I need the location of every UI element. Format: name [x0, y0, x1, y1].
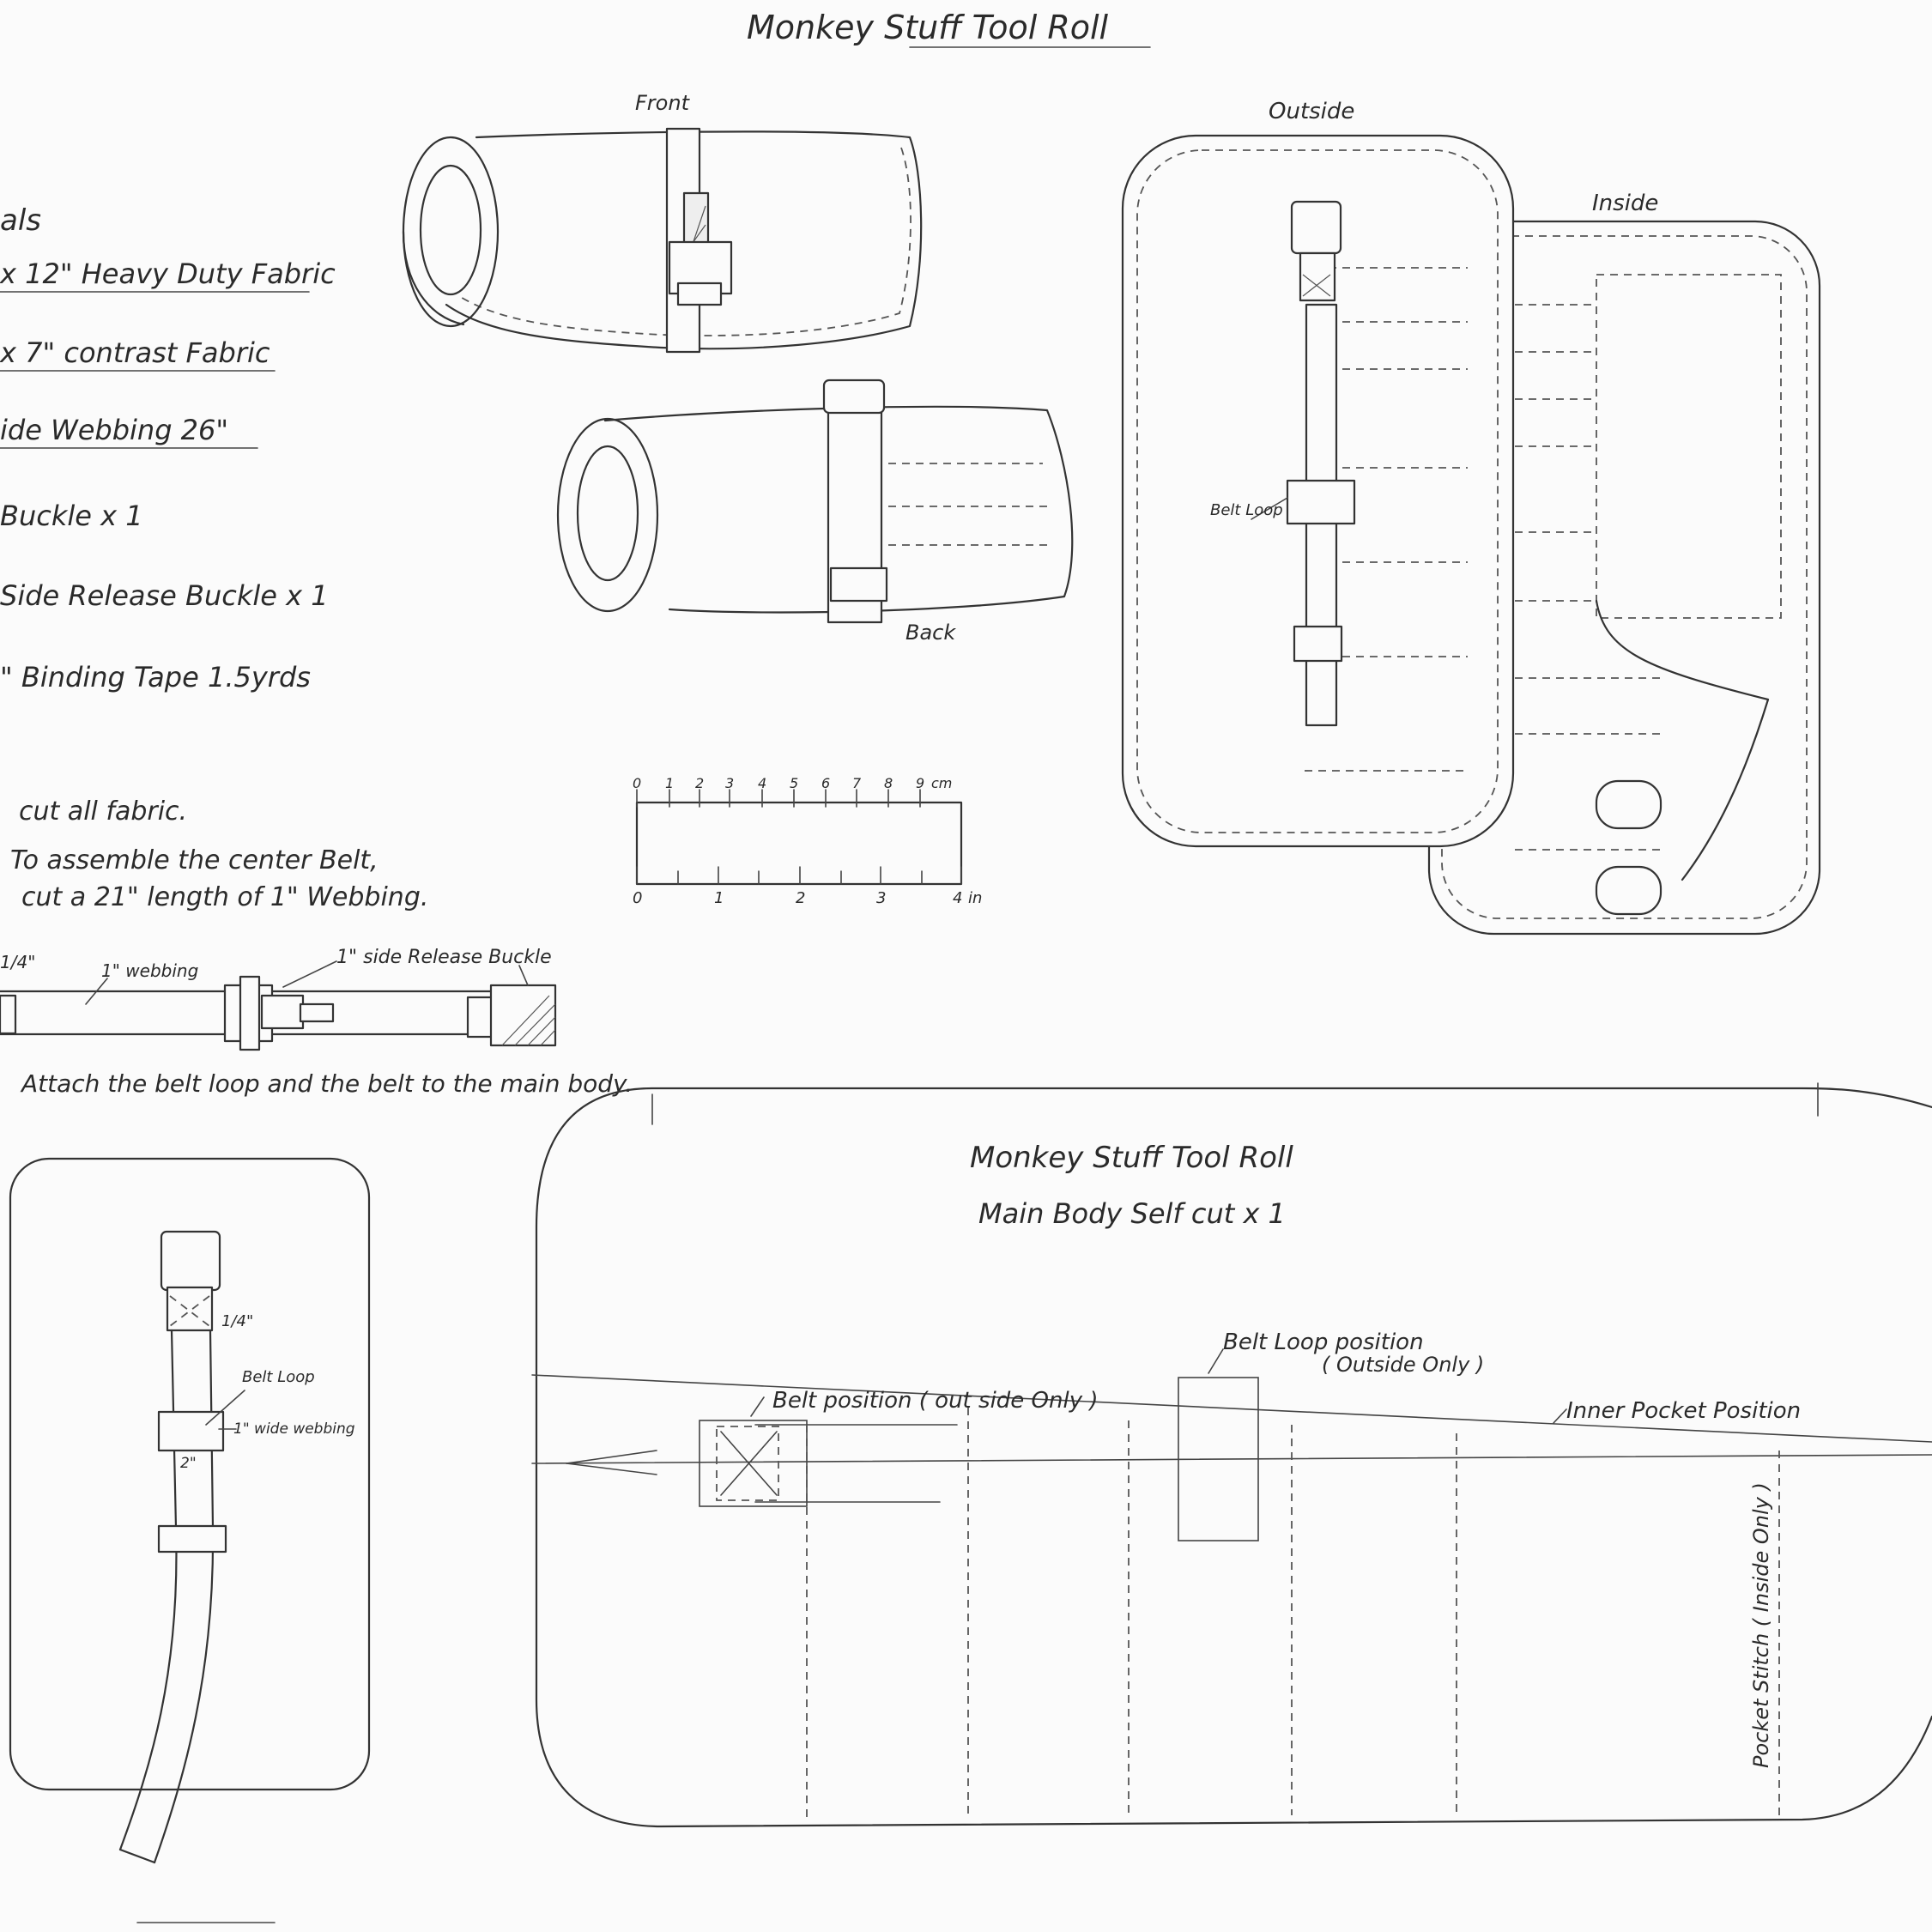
belt-position-label: Belt position ( out side Only ): [772, 1388, 1099, 1414]
detail-belt-loop-label: Belt Loop: [242, 1368, 315, 1386]
materials-list: als x 12" Heavy Duty Fabric x 7" contras…: [0, 203, 336, 693]
ruler-in-tick: 4: [953, 889, 962, 907]
ruler-cm-tick: 2: [695, 775, 704, 791]
ruler-cm-tick: 8: [884, 775, 893, 791]
material-item: Buckle x 1: [0, 500, 143, 532]
wide-webbing-label: 1" wide webbing: [233, 1420, 355, 1438]
assembly-steps: cut all fabric. To assemble the center B…: [10, 796, 633, 1098]
belt-loop-position-note: ( Outside Only ): [1322, 1353, 1484, 1377]
scale-ruler: 0 1 2 3 4 5 6 7 8 9 cm 0 1 2 3 4 in: [633, 775, 982, 907]
main-body-pattern: Monkey Stuff Tool Roll Main Body Self cu…: [531, 1082, 1932, 1828]
ruler-cm-tick: 6: [821, 775, 830, 791]
ruler-cm-tick: 3: [725, 775, 734, 791]
ruler-cm-tick: 4: [758, 775, 766, 791]
ruler-cm-tick: 9: [916, 775, 924, 791]
ruler-cm-unit: cm: [931, 775, 952, 791]
belt-loop-position-label: Belt Loop position: [1223, 1329, 1424, 1355]
inner-pocket-label: Inner Pocket Position: [1566, 1398, 1801, 1424]
ruler-in-tick: 2: [796, 889, 805, 907]
ruler-in-unit: in: [968, 889, 982, 907]
outside-view-illustration: Outside Belt Loop: [1121, 99, 1515, 848]
ruler-cm-tick: 1: [665, 775, 674, 791]
ruler-in-tick: 1: [714, 889, 724, 907]
ruler-in-tick: 0: [633, 889, 642, 907]
pocket-stitch-label: Pocket Stitch ( Inside Only ): [1749, 1482, 1773, 1768]
front-view-illustration: Front: [402, 91, 923, 354]
step-cut-fabric: cut all fabric.: [19, 796, 187, 827]
material-item: ide Webbing 26": [0, 414, 228, 446]
belt-end-label: 1/4": [0, 952, 35, 972]
front-label: Front: [635, 91, 691, 115]
material-item: " Binding Tape 1.5yrds: [0, 661, 311, 693]
inside-label: Inside: [1592, 191, 1658, 216]
webbing-label: 1" webbing: [101, 960, 198, 981]
ruler-cm-tick: 5: [790, 775, 798, 791]
back-view-illustration: Back: [556, 379, 1074, 645]
pattern-subtitle: Main Body Self cut x 1: [978, 1197, 1286, 1230]
material-item: x 12" Heavy Duty Fabric: [0, 257, 336, 290]
inside-view-illustration: Inside: [1427, 191, 1821, 936]
belt-assembly-diagram: 1/4" 1" webbing 1" side Release Buckle: [0, 947, 557, 1051]
outside-belt-loop-label: Belt Loop: [1210, 501, 1283, 519]
ruler-in-tick: 3: [876, 889, 886, 907]
belt-detail-panel: 1/4" Belt Loop 1" wide webbing 2": [9, 1157, 371, 1864]
ruler-cm-tick: 7: [852, 775, 862, 791]
step-attach-belt: Attach the belt loop and the belt to the…: [20, 1069, 633, 1098]
outside-label: Outside: [1269, 99, 1354, 124]
pattern-title: Monkey Stuff Tool Roll: [970, 1141, 1293, 1175]
step-cut-webbing: cut a 21" length of 1" Webbing.: [21, 882, 428, 912]
materials-heading: als: [0, 203, 41, 238]
back-label: Back: [905, 621, 956, 645]
buckle-label: 1" side Release Buckle: [336, 947, 552, 968]
material-item: Side Release Buckle x 1: [0, 579, 329, 612]
sheet-title: Monkey Stuff Tool Roll: [747, 9, 1109, 46]
step-assemble-belt: To assemble the center Belt,: [10, 845, 379, 875]
ruler-cm-tick: 0: [633, 775, 641, 791]
two-inch-label: 2": [180, 1455, 197, 1472]
material-item: x 7" contrast Fabric: [0, 336, 270, 369]
quarter-inch-label: 1/4": [221, 1312, 253, 1330]
